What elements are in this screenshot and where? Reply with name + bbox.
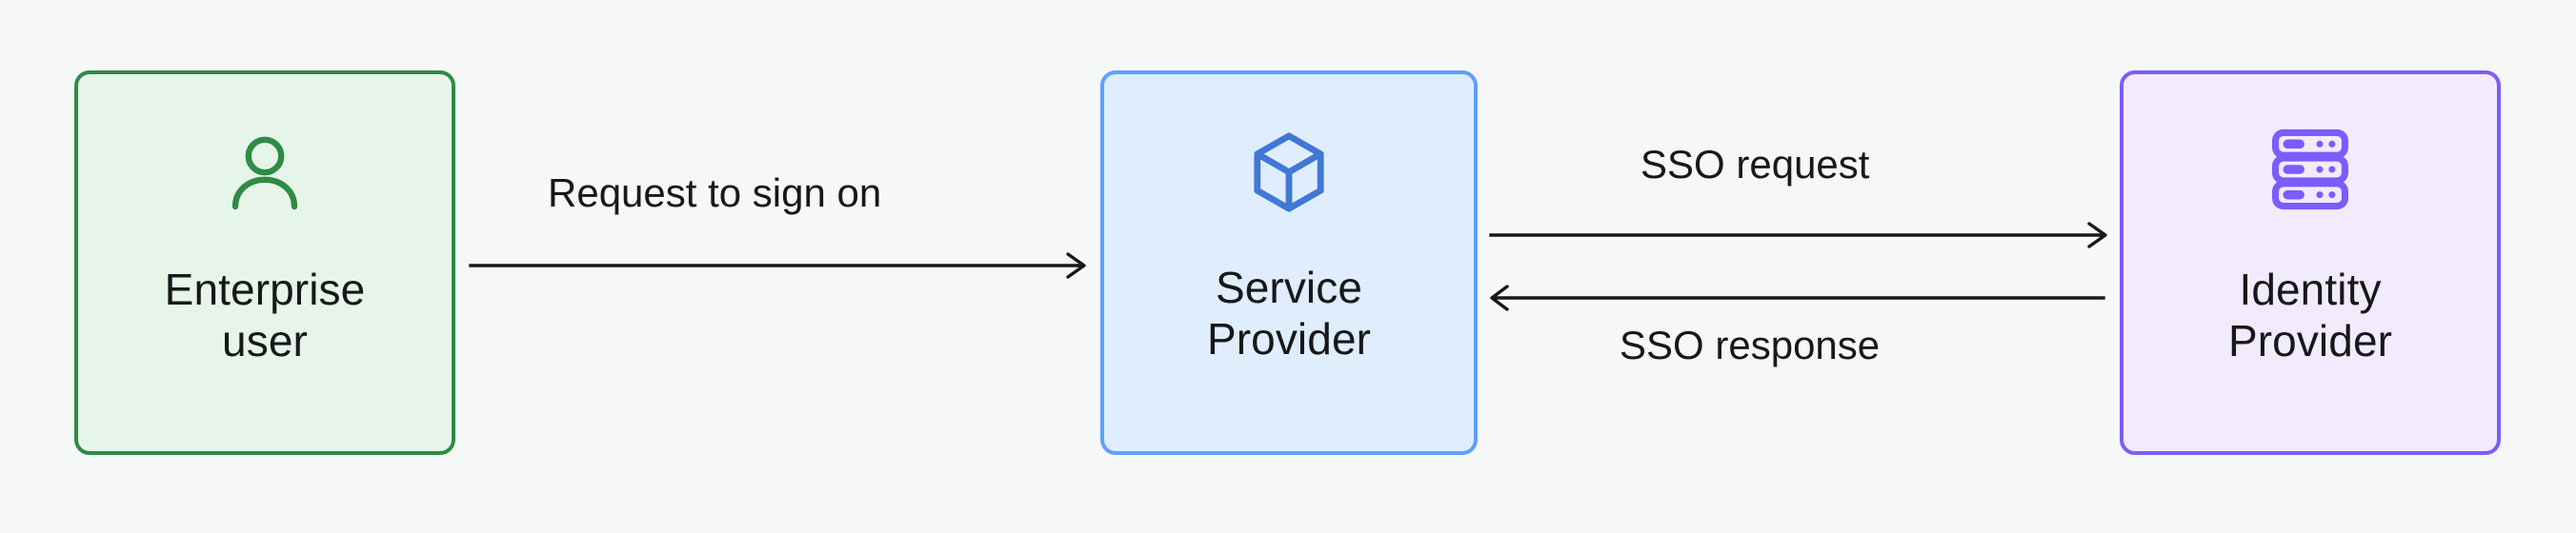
- server-icon: [2263, 122, 2358, 217]
- node-identity-provider-label: Identity Provider: [2227, 265, 2393, 365]
- edge-label-request-to-sign-on: Request to sign on: [548, 170, 882, 215]
- edge-label-sso-request: SSO request: [1640, 142, 1870, 187]
- edge-sso-response-arrow: [1490, 284, 2120, 312]
- node-service-provider-label: Service Provider: [1206, 263, 1372, 364]
- node-identity-provider[interactable]: Identity Provider: [2120, 70, 2501, 455]
- edge-request-to-sign-on-arrow: [469, 251, 1090, 280]
- user-icon: [219, 128, 311, 219]
- node-service-provider[interactable]: Service Provider: [1100, 70, 1478, 455]
- node-enterprise-user[interactable]: Enterprise user: [74, 70, 455, 455]
- edge-sso-request-arrow: [1489, 221, 2120, 249]
- edge-label-sso-response: SSO response: [1620, 323, 1881, 367]
- cube-icon: [1243, 126, 1335, 217]
- node-enterprise-user-label: Enterprise user: [164, 265, 366, 365]
